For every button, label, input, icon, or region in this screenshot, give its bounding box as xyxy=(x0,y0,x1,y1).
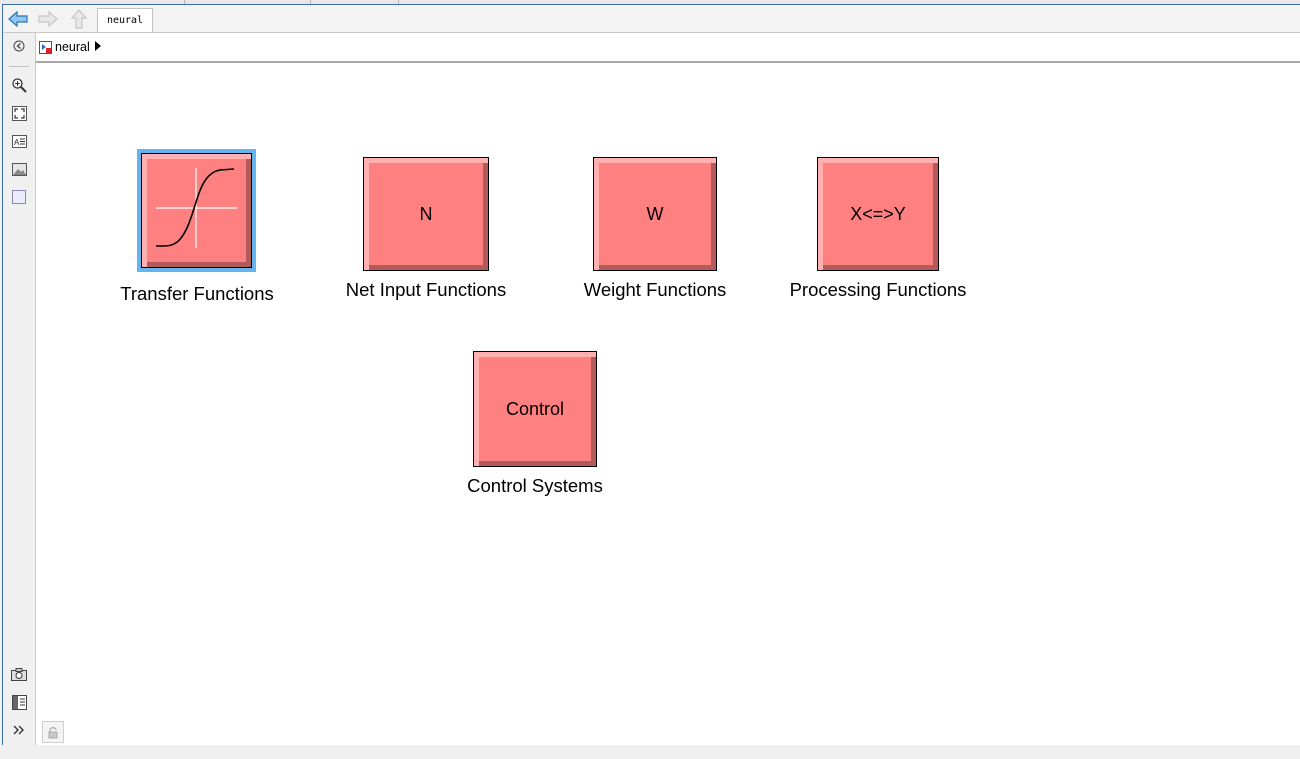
breadcrumb-model-name[interactable]: neural xyxy=(55,40,90,54)
block-label-weight-functions: Weight Functions xyxy=(583,279,727,300)
block-label-processing-functions: Processing Functions xyxy=(789,279,967,300)
model-icon xyxy=(39,40,52,54)
breadcrumb-bar: neural xyxy=(36,33,1300,63)
block-label-net-input-functions: Net Input Functions xyxy=(345,279,507,300)
navigation-bar: neural xyxy=(3,5,1300,33)
back-arrow-icon[interactable] xyxy=(6,8,30,30)
block-label-transfer-functions: Transfer Functions xyxy=(120,283,274,304)
status-bar xyxy=(0,745,1300,759)
model-browser-icon[interactable] xyxy=(10,693,28,711)
area-icon[interactable] xyxy=(10,188,28,206)
block-text: W xyxy=(646,203,664,224)
up-arrow-icon[interactable] xyxy=(67,8,91,30)
zoom-icon[interactable] xyxy=(10,76,28,94)
block-text: N xyxy=(419,203,433,224)
forward-arrow-icon[interactable] xyxy=(36,8,60,30)
selection-highlight xyxy=(137,149,256,272)
block-net-input-functions[interactable]: N xyxy=(363,157,489,271)
block-processing-functions[interactable]: X<=>Y xyxy=(817,157,939,271)
sigmoid-icon xyxy=(156,168,237,248)
block-transfer-functions[interactable] xyxy=(141,153,252,268)
block-label-control-systems: Control Systems xyxy=(467,475,603,496)
fit-view-icon[interactable] xyxy=(10,104,28,122)
tab-neural[interactable]: neural xyxy=(97,8,153,32)
block-weight-functions[interactable]: W xyxy=(593,157,717,271)
top-strip xyxy=(0,0,1300,4)
breadcrumb[interactable]: neural xyxy=(39,38,101,56)
screenshot-icon[interactable] xyxy=(10,665,28,683)
lock-icon[interactable] xyxy=(42,721,64,743)
expand-icon[interactable] xyxy=(10,721,28,739)
tab-separator xyxy=(398,0,399,4)
image-icon[interactable] xyxy=(10,160,28,178)
hide-show-icon[interactable] xyxy=(10,37,28,55)
tab-separator xyxy=(310,0,311,4)
tab-separator xyxy=(184,0,185,4)
block-text: X<=>Y xyxy=(850,203,906,224)
block-text: Control xyxy=(505,398,565,419)
simulink-window: neural A xyxy=(2,4,1300,745)
left-toolbar: A xyxy=(3,33,36,745)
svg-text:A: A xyxy=(14,138,20,147)
toolbar-divider xyxy=(9,66,29,67)
breadcrumb-arrow-icon[interactable] xyxy=(94,40,101,54)
model-canvas[interactable]: Transfer Functions N Net Input Functions… xyxy=(36,63,1300,745)
block-control-systems[interactable]: Control xyxy=(473,351,597,467)
annotation-icon[interactable]: A xyxy=(10,132,28,150)
